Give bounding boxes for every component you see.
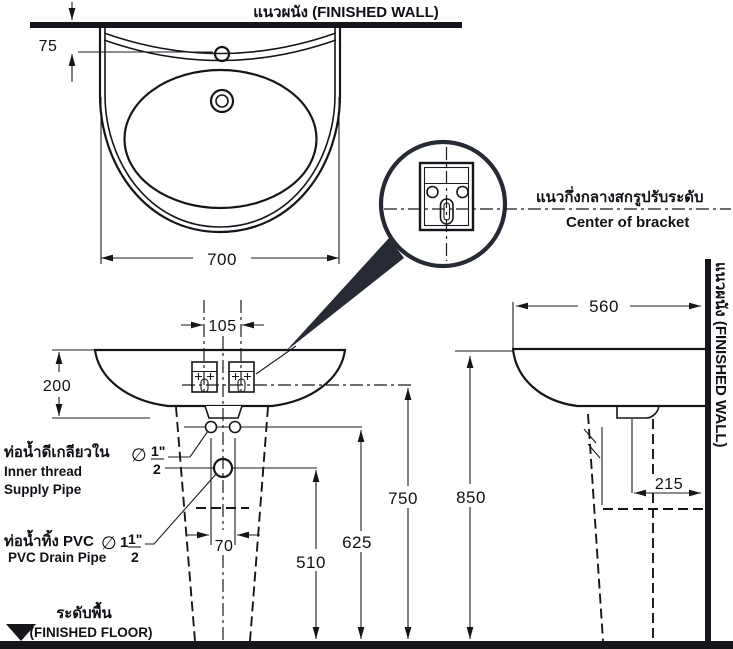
dim-750-value: 750 [388,489,418,508]
supply-pipe-leader [168,430,209,458]
drain-size-whole: 1 [120,534,128,551]
basin-outer-outline [98,25,342,234]
dim-supply-spacing: 70 [186,438,260,555]
supply-label-en-1: Inner thread [4,464,82,479]
faucet-hole [213,45,231,63]
drain-frac-numerator: 1" [128,531,142,547]
supply-frac-numerator: 1" [151,443,165,459]
dim-700-value: 700 [207,250,237,269]
dim-560-value: 560 [589,297,619,316]
basin-back-ledge-arc-outer [103,32,337,55]
bracket-label-thai: แนวกึ่งกลางสกรูปรับระดับ [536,186,704,207]
side-front-curve [511,347,579,408]
floor: ระดับพื้น (FINISHED FLOOR) [0,601,733,649]
dim-faucet-offset: 75 [39,2,213,82]
pedestal-front-edge-side [587,413,604,642]
pedestal-left-edge [175,406,196,642]
finished-floor-line [0,641,733,649]
dim-75-value: 75 [39,38,58,55]
dim-bracket-spacing: 105 [181,318,264,335]
dim-rim-height: 850 [455,350,513,639]
bracket-hole-right [456,185,469,199]
finished-wall-label-right: แนวผนัง (FINISHED WALL) [712,262,729,448]
drain-hole-inner [215,94,229,108]
supply-label-en-2: Supply Pipe [4,482,82,497]
bracket-label-en: Center of bracket [566,214,689,231]
dim-basin-depth: 560 [512,297,701,348]
supply-pipe-right [228,420,242,434]
dim-200-value: 200 [43,378,71,395]
drain-pipe-leader [145,472,218,545]
dim-105-value: 105 [208,318,236,335]
top-view: แนวผนัง (FINISHED WALL) 75 700 [30,2,462,269]
dim-70-value: 70 [215,538,234,555]
dim-850-value: 850 [456,488,486,507]
front-view: 105 200 70 510 625 [43,300,513,642]
dim-rim-to-underside: 200 [43,349,150,419]
magnifier-handle-icon [285,238,404,352]
basin-bowl [123,68,318,210]
pedestal-right-edge [249,406,269,642]
dim-basin-width: 700 [100,97,340,269]
supply-frac-denominator: 2 [153,461,161,477]
finished-wall-label-top: แนวผนัง (FINISHED WALL) [253,4,439,21]
drain-housing-side [616,405,660,419]
dim-supply-height: 625 [342,430,372,639]
finished-wall-line-right [705,259,711,648]
dim-bracket-height: 750 [388,388,418,639]
dim-215-value: 215 [655,476,683,493]
dim-drain-height: 510 [296,470,326,639]
drain-label-en: PVC Drain Pipe [8,550,107,565]
detail-leader-line [255,345,297,375]
floor-label-thai: ระดับพื้น [56,601,112,622]
dim-625-value: 625 [342,533,372,552]
break-marks [583,428,601,459]
supply-label-thai: ท่อน้ำดีเกลียวใน [4,440,110,461]
drain-label-thai: ท่อน้ำทิ้ง PVC [4,529,94,550]
dim-510-value: 510 [296,553,326,572]
bracket-hole-left [426,185,439,199]
dim-drain-from-wall: 215 [634,476,701,497]
floor-level-marker-icon [6,624,36,641]
drain-frac-denominator: 2 [131,549,139,565]
finished-wall-line-top [30,22,462,28]
drain-hole-outer [209,88,235,114]
basin-front-profile [93,348,347,408]
basin-inner-outline [104,27,336,228]
supply-pipe-left [204,420,218,434]
supply-pipe-label: ท่อน้ำดีเกลียวใน ∅ 1" 2 Inner thread Sup… [4,440,165,497]
bracket-detail: แนวกึ่งกลางสกรูปรับระดับ Center of brack… [255,139,731,375]
drain-pipe-label: ท่อน้ำทิ้ง PVC ∅ 1 1" 2 PVC Drain Pipe [4,529,142,565]
diameter-icon: ∅ [101,533,117,553]
diameter-icon: ∅ [131,445,147,465]
side-view: 560 215 แนวผนัง (FINISHED WALL) [511,259,729,648]
floor-label-en: (FINISHED FLOOR) [30,625,153,640]
